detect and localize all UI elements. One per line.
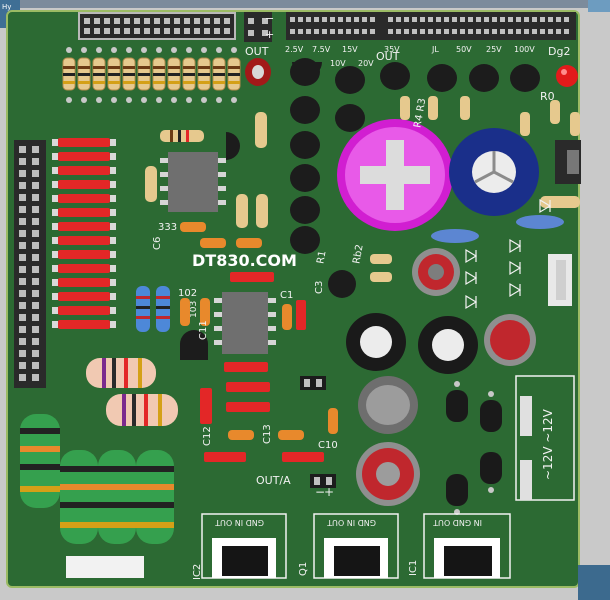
- svg-text:100V: 100V: [514, 45, 535, 54]
- r1-label: R1: [315, 250, 328, 265]
- svg-text:10V: 10V: [330, 59, 346, 68]
- regulator-ic2: [201, 513, 287, 579]
- q1-label: Q1: [298, 562, 309, 576]
- cap-blue-small: [431, 229, 479, 243]
- out-a-label: OUT/A: [256, 474, 291, 487]
- power-resistor-green-1: [20, 414, 60, 508]
- rb2-label: Rb2: [351, 244, 365, 265]
- resistor-mid-top: [160, 130, 204, 142]
- power-resistor-green-4: [136, 450, 174, 544]
- transistor-column: [290, 58, 540, 254]
- smd-resistor-array-left: [52, 138, 116, 329]
- out-a-minus: −: [315, 485, 325, 499]
- jumper-out-a: [310, 474, 336, 488]
- resistor-beige-large-2: [106, 394, 178, 426]
- svg-text:50V: 50V: [456, 45, 472, 54]
- c3-label: C3: [314, 281, 325, 294]
- r0-label: R0: [540, 90, 555, 103]
- out-left-label: OUT: [245, 45, 269, 58]
- cap-orange-333: [180, 222, 206, 232]
- svg-text:25V: 25V: [486, 45, 502, 54]
- c12-label: C12: [202, 426, 213, 446]
- c10-label: C10: [318, 440, 338, 451]
- svg-text:JL: JL: [431, 45, 439, 54]
- connector-bottom-white: [66, 556, 144, 578]
- voltage-range-labels: 2.5V 7.5V 15V 35V JL 50V 25V 100V 10V 20…: [285, 45, 535, 68]
- window-corner-bottom-right: [578, 565, 610, 600]
- header-strip-top-left: [78, 12, 236, 40]
- c13-label: C13: [262, 424, 273, 444]
- resistor-blue-pair: [136, 286, 170, 332]
- regulator-ic1: [423, 513, 511, 579]
- header-out-left: [244, 12, 272, 42]
- ic-dip-upper: [160, 152, 226, 212]
- led-dg2: [556, 65, 578, 87]
- ic2-pins: GND IN OUT: [215, 518, 264, 527]
- resistor-array-top: [62, 47, 241, 103]
- c11-label: C11: [198, 320, 209, 340]
- power-resistor-green-2: [60, 450, 98, 544]
- led-dg2-label: Dg2: [548, 45, 570, 58]
- transistor-upper-left: [226, 132, 240, 160]
- regulator-q1: [313, 513, 399, 579]
- svg-text:35V: 35V: [384, 45, 400, 54]
- ic-dip-lower: [214, 292, 276, 354]
- header-left-vertical: [14, 140, 46, 388]
- out-plus-label: +: [265, 28, 274, 41]
- power-resistor-green-3: [98, 450, 136, 544]
- capacitor-large-blue: [449, 128, 539, 216]
- resistor-beige-large-1: [86, 358, 156, 388]
- svg-text:7.5V: 7.5V: [312, 45, 331, 54]
- diode-cluster: [465, 198, 552, 310]
- capacitor-large-magenta: [337, 119, 453, 231]
- transistor-mid: [328, 270, 356, 298]
- header-range-selector: [286, 12, 576, 40]
- c6-label: C6: [152, 237, 163, 250]
- smd-res-mid: [230, 272, 274, 282]
- r-103-label: 103: [189, 301, 199, 318]
- window-top-strip: [0, 0, 610, 8]
- out-mid-label: OUT: [376, 50, 400, 63]
- ic1-label: IC1: [408, 560, 419, 576]
- ic1-pins: IN GND OUT: [433, 518, 482, 527]
- c1-label: C1: [280, 290, 293, 301]
- out-minus-label: −: [265, 12, 274, 25]
- jumper-mid: [300, 376, 326, 390]
- svg-text:20V: 20V: [358, 59, 374, 68]
- q1-pins: GND IN OUT: [327, 518, 376, 527]
- r-label-cluster: R4 R3: [412, 97, 428, 128]
- diode-bridge-large: [446, 390, 502, 506]
- cap-333-label: 333: [158, 222, 177, 233]
- r-102-label: 102: [178, 288, 197, 299]
- brand-logo: DT830.COM: [192, 251, 297, 270]
- svg-text:2.5V: 2.5V: [285, 45, 304, 54]
- ac-terminal-block: [515, 375, 575, 501]
- smd-res-middle-row: [200, 362, 324, 462]
- svg-text:15V: 15V: [342, 45, 358, 54]
- ic2-label: IC2: [192, 564, 203, 580]
- transistor-lower-left: [180, 330, 208, 360]
- window-corner-top-right: [588, 0, 610, 12]
- ac-12v-label: ~12V ~12V: [541, 408, 555, 480]
- out-a-plus: +: [324, 485, 334, 499]
